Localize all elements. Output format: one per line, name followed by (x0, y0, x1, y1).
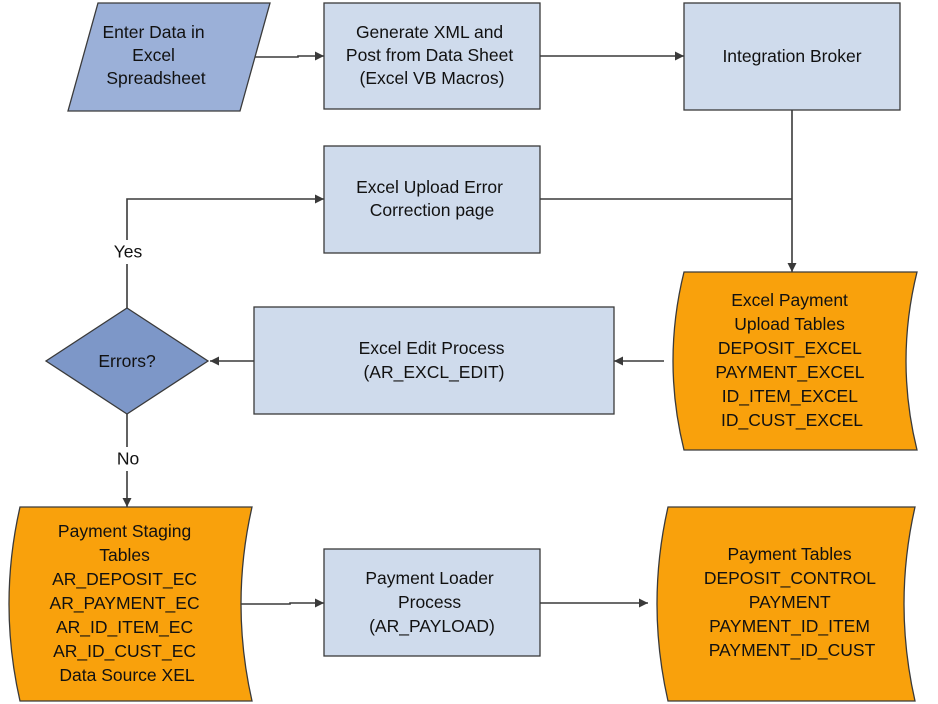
yes-label-background (108, 240, 148, 264)
staging-tables-line-3: AR_DEPOSIT_EC (52, 569, 197, 590)
upload-tables-line-3: DEPOSIT_EXCEL (718, 338, 862, 359)
loader-process-label: Payment Loader Process (AR_PAYLOAD) (365, 568, 498, 637)
errors-decision-line-1: Errors? (98, 351, 156, 371)
arrow-staging-to-loader (232, 598, 324, 608)
edit-process-line-2: (AR_EXCL_EDIT) (363, 362, 504, 383)
process-shape (323, 548, 541, 657)
stored-data-shape (8, 506, 253, 702)
enter-data-node: Enter Data in Excel Spreadsheet (67, 2, 271, 112)
edit-process-line-1: Excel Edit Process (359, 338, 505, 358)
staging-tables-line-5: AR_ID_ITEM_EC (56, 617, 193, 638)
errors-decision-node: Errors? (44, 307, 210, 415)
no-label: No (117, 449, 139, 469)
integration-broker-node: Integration Broker (683, 2, 901, 111)
parallelogram-shape (67, 2, 271, 112)
arrow-decision-yes-to-error-page (126, 194, 324, 308)
decision-shape (44, 307, 210, 415)
payment-tables-line-3: PAYMENT (749, 592, 831, 612)
payment-tables-line-4: PAYMENT_ID_ITEM (709, 616, 870, 637)
stored-data-shape (656, 506, 916, 702)
edit-process-node: Excel Edit Process (AR_EXCL_EDIT) (253, 306, 615, 415)
upload-tables-label: Excel Payment Upload Tables DEPOSIT_EXCE… (715, 290, 868, 431)
payment-tables-label: Payment Tables DEPOSIT_CONTROL PAYMENT P… (704, 544, 880, 661)
process-shape (323, 2, 541, 110)
errors-decision-label: Errors? (98, 351, 156, 371)
integration-broker-label: Integration Broker (722, 46, 861, 66)
staging-tables-line-7: Data Source XEL (59, 665, 194, 685)
generate-xml-line-2: Post from Data Sheet (346, 45, 513, 65)
generate-xml-label: Generate XML and Post from Data Sheet (E… (346, 22, 518, 88)
upload-tables-node: Excel Payment Upload Tables DEPOSIT_EXCE… (672, 271, 918, 451)
process-shape (683, 2, 901, 111)
stored-data-shape (672, 271, 918, 451)
generate-xml-line-3: (Excel VB Macros) (360, 68, 505, 88)
staging-tables-label: Payment Staging Tables AR_DEPOSIT_EC AR_… (50, 521, 205, 685)
no-label-background (110, 447, 146, 471)
generate-xml-node: Generate XML and Post from Data Sheet (E… (323, 2, 541, 110)
process-shape (323, 145, 541, 254)
enter-data-line-1: Enter Data in (102, 22, 204, 42)
error-correction-label: Excel Upload Error Correction page (356, 177, 508, 220)
staging-tables-line-6: AR_ID_CUST_EC (53, 641, 196, 662)
upload-tables-line-2: Upload Tables (734, 314, 845, 334)
loader-process-node: Payment Loader Process (AR_PAYLOAD) (323, 548, 541, 657)
error-correction-node: Excel Upload Error Correction page (323, 145, 541, 254)
loader-process-line-2: Process (398, 592, 461, 612)
upload-tables-line-5: ID_ITEM_EXCEL (722, 386, 858, 407)
loader-process-line-3: (AR_PAYLOAD) (369, 616, 495, 637)
upload-tables-line-6: ID_CUST_EXCEL (721, 410, 863, 431)
enter-data-line-2: Excel (132, 45, 175, 65)
error-correction-line-1: Excel Upload Error (356, 177, 503, 197)
enter-data-line-3: Spreadsheet (106, 68, 205, 88)
process-shape (253, 306, 615, 415)
staging-tables-line-2: Tables (99, 545, 150, 565)
yes-label: Yes (114, 242, 143, 262)
integration-broker-line-1: Integration Broker (722, 46, 861, 66)
generate-xml-line-1: Generate XML and (356, 22, 503, 42)
arrow-enter-to-generate (240, 51, 324, 61)
staging-tables-line-4: AR_PAYMENT_EC (50, 593, 200, 614)
upload-tables-line-4: PAYMENT_EXCEL (715, 362, 864, 383)
upload-tables-line-1: Excel Payment (731, 290, 848, 310)
payment-tables-line-5: PAYMENT_ID_CUST (709, 640, 876, 661)
payment-tables-node: Payment Tables DEPOSIT_CONTROL PAYMENT P… (656, 506, 916, 702)
loader-process-line-1: Payment Loader (365, 568, 494, 588)
error-correction-line-2: Correction page (370, 200, 495, 220)
connectors (122, 51, 797, 608)
payment-tables-line-2: DEPOSIT_CONTROL (704, 568, 876, 589)
enter-data-label: Enter Data in Excel Spreadsheet (102, 22, 209, 88)
staging-tables-node: Payment Staging Tables AR_DEPOSIT_EC AR_… (8, 506, 253, 702)
payment-tables-line-1: Payment Tables (727, 544, 851, 564)
edit-process-label: Excel Edit Process (AR_EXCL_EDIT) (359, 338, 510, 383)
staging-tables-line-1: Payment Staging (58, 521, 191, 541)
